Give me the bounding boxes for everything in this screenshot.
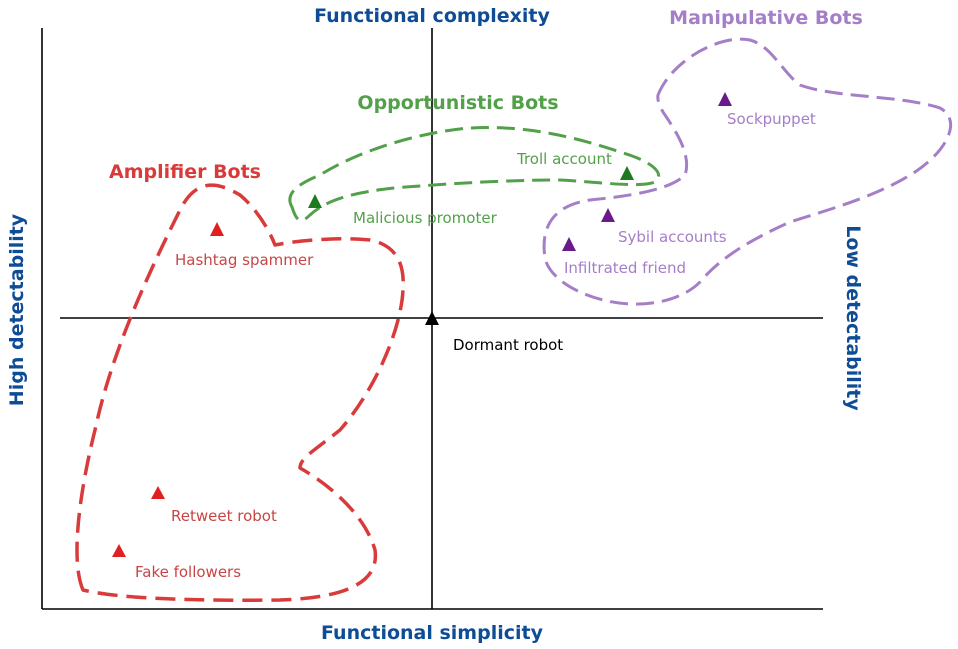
hashtag-spammer-label: Hashtag spammer [175,251,314,269]
group-title-amplifier: Amplifier Bots [109,161,261,183]
group-title-manipulative: Manipulative Bots [669,7,863,29]
amplifier-bots-outline [75,183,405,602]
sockpuppet-marker [718,92,732,106]
manipulative-bots-outline [542,37,953,306]
malicious-promoter-marker [308,194,322,208]
axis-title-bottom: Functional simplicity [321,622,544,644]
axis-title-top: Functional complexity [314,5,550,27]
troll-account-marker [620,166,634,180]
sybil-accounts-marker [601,208,615,222]
dormant-robot-label: Dormant robot [453,336,563,354]
sybil-accounts-label: Sybil accounts [618,228,727,246]
axis-title-right: Low detectability [842,225,864,411]
troll-account-label: Troll account [516,150,612,168]
axis-title-left: High detectability [6,213,28,406]
fake-followers-label: Fake followers [135,563,241,581]
infiltrated-friend-marker [562,237,576,251]
hashtag-spammer-marker [210,222,224,236]
malicious-promoter-label: Malicious promoter [353,209,498,227]
retweet-robot-label: Retweet robot [171,507,277,525]
fake-followers-marker [112,544,126,557]
retweet-robot-marker [151,486,165,499]
infiltrated-friend-label: Infiltrated friend [564,259,686,277]
sockpuppet-label: Sockpuppet [727,110,816,128]
dormant-robot-marker [425,311,439,325]
opportunistic-bots-outline [288,126,661,222]
group-title-opportunistic: Opportunistic Bots [357,92,558,114]
